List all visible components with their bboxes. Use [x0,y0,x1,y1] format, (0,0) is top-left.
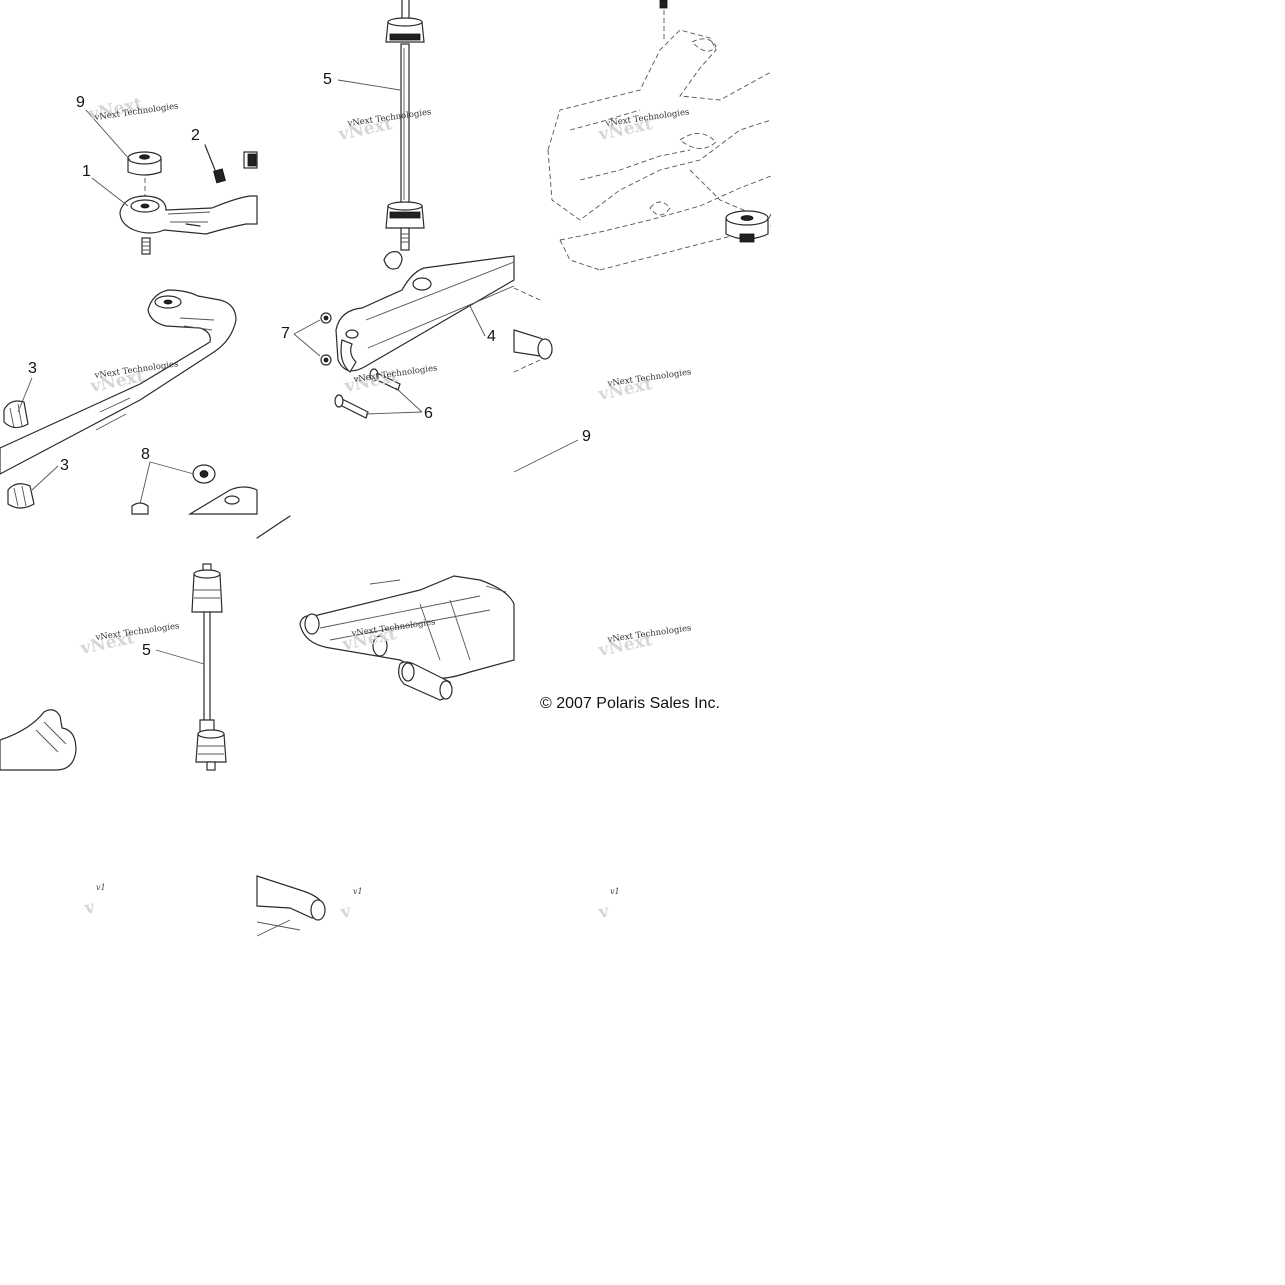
callout-9: 9 [76,94,85,111]
callout-2: 2 [191,127,200,144]
tile-frame-mount: vNext vNext Technologies [547,0,772,271]
tile-swing-arm: vNext vNext Technologies [256,515,515,701]
svg-text:v: v [82,897,98,919]
callout-6: 6 [424,405,433,422]
nut-part-7 [320,312,332,366]
callout-5-lower: 5 [142,642,151,659]
svg-text:vNext Technologies: vNext Technologies [94,621,180,643]
callout-5-top: 5 [323,71,332,88]
callout-4: 4 [487,328,496,345]
stabilizer-link-part-5-lower [191,563,227,771]
tile-stabilizer-link: 5 4 7 6 vNe [281,0,515,422]
svg-text:v: v [596,901,612,923]
callout-8: 8 [141,446,150,463]
tile-stabilizer-bar-end: 9 1 2 vNext vNext Technologies [76,94,258,255]
stabilizer-bar-end-part-1 [119,195,258,235]
bushing-part-9-frame [725,210,769,243]
clamp-part-3 [3,400,35,509]
svg-text:v1: v1 [96,883,106,892]
bolt-part-2 [204,144,226,184]
stabilizer-bar-part-4 [335,255,515,373]
tile-stabilizer-bar: 3 3 8 vNext vNext Technologies [0,289,258,515]
svg-text:v1: v1 [353,887,363,896]
callout-7: 7 [281,325,290,342]
tile-row-bottom: v1 v v1 v v1 v [82,875,620,937]
tile-link-assembly: 5 vNext vNext Technologies [0,563,227,771]
svg-text:v: v [338,901,354,923]
svg-text:v1: v1 [610,887,620,896]
callout-9-lower: 9 [582,428,591,445]
copyright-notice: © 2007 Polaris Sales Inc. [540,695,720,712]
callout-3-lower: 3 [60,457,69,474]
nut-part-8 [131,464,216,515]
tile-copyright: vNext vNext Technologies © 2007 Polaris … [540,623,720,712]
callout-3-upper: 3 [28,360,37,377]
callout-1: 1 [82,163,91,180]
tile-frame-link: 9 vNext vNext Technologies [513,287,692,473]
bushing-part-9 [127,151,162,176]
stabilizer-link-part-5 [385,0,425,251]
